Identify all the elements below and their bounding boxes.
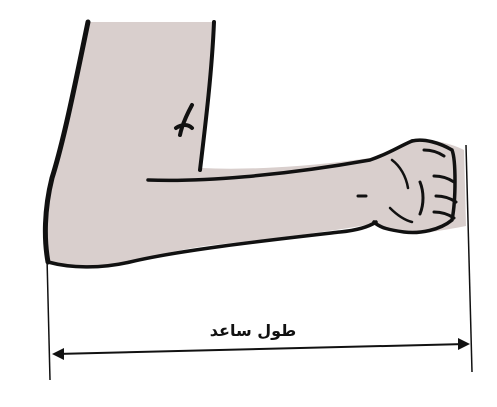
left-arrowhead [52,348,64,360]
right-arrowhead [458,338,470,350]
forearm-length-label: طول ساعد [208,321,298,341]
right-reference-line [466,145,472,372]
dimension-line [56,344,466,354]
left-reference-line [47,258,50,380]
